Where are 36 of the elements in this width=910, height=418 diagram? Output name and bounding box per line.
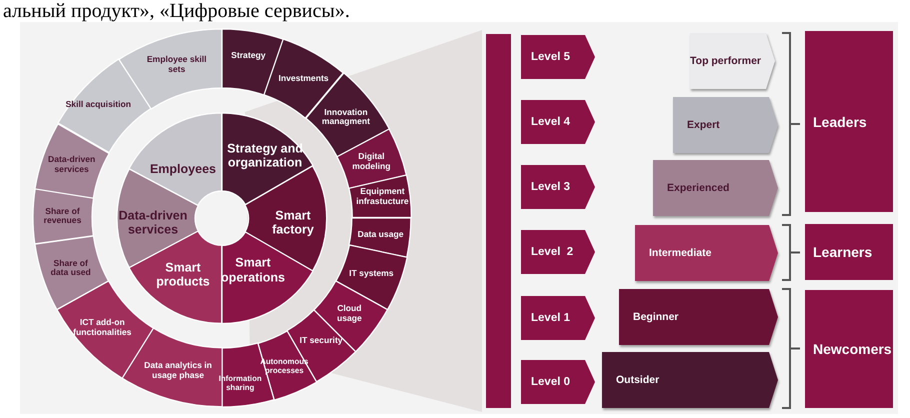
stage-label: Experienced	[667, 182, 730, 194]
segment-label: Digital modeling	[351, 152, 392, 172]
level-label: Level 3	[531, 181, 570, 193]
text-fragment: альный продукт», «Цифровые сервисы».	[3, 0, 350, 23]
level-label: Level 1	[531, 312, 570, 324]
level-label: Level 2	[531, 246, 574, 258]
group-label: Leaders	[813, 114, 867, 130]
segment-label: Skill acquisition	[64, 100, 132, 110]
segment-label: Employee skill sets	[146, 55, 207, 75]
segment-label: Data-driven services	[46, 154, 96, 175]
segment-label: Equipment infrastucture	[355, 187, 410, 207]
segment-label: Employees	[148, 162, 217, 177]
segment-label: Strategy	[230, 50, 266, 61]
segment-label: IT systems	[348, 268, 395, 279]
segment-label: IT security	[298, 336, 344, 346]
segment-label: Data-driven services	[118, 208, 188, 238]
stage-label: Beginner	[633, 311, 679, 323]
stage-label: Outsider	[616, 374, 660, 386]
group-label: Newcomers	[813, 341, 892, 357]
level-label: Level 0	[531, 376, 570, 388]
segment-label: Smart operations	[220, 256, 286, 285]
segment-label: Share of revenues	[42, 206, 82, 226]
segment-label: Data analytics in usage phase	[143, 361, 213, 382]
stage-label: Top performer	[690, 55, 761, 67]
segment-label: Cloud usage	[336, 304, 363, 324]
segment-label: Investments	[277, 74, 330, 84]
level-label: Level 4	[531, 116, 570, 128]
stage-label: Expert	[687, 119, 720, 131]
group-label: Learners	[813, 244, 872, 260]
level-label: Level 5	[531, 51, 570, 63]
segment-label: Innovation managment	[320, 108, 372, 128]
segment-label: Smart factory	[271, 208, 315, 238]
stage-label: Intermediate	[649, 247, 712, 259]
segment-label: Data usage	[356, 230, 405, 240]
segment-label: ICT add-on functionalities	[72, 318, 132, 338]
segment-label: Share of data used	[50, 258, 92, 278]
